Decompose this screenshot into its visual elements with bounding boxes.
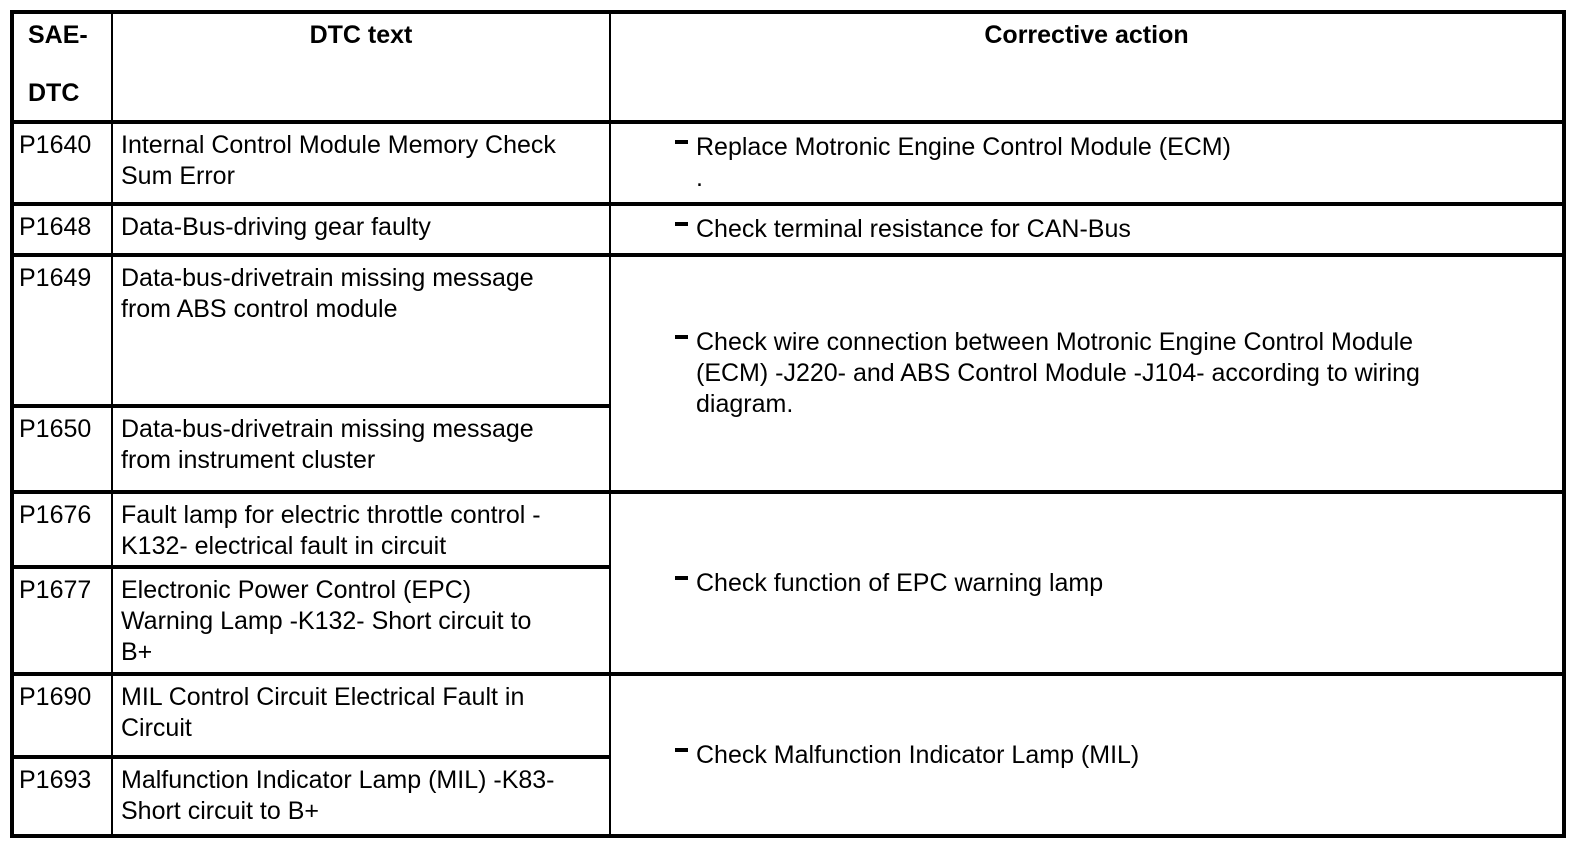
dtc-code-p1640: P1640 bbox=[11, 120, 113, 206]
table-row-p1677: P1677 Electronic Power Control (EPC) War… bbox=[11, 565, 1564, 676]
action-text: Replace Motronic Engine Control Module (… bbox=[696, 133, 1231, 192]
corrective-action-cell-p1648: Check terminal resistance for CAN-Bus bbox=[609, 202, 1565, 257]
dtc-code-p1690: P1690 bbox=[11, 672, 113, 759]
header-sae-dtc: SAE- DTC bbox=[11, 10, 113, 124]
dtc-code-p1677: P1677 bbox=[11, 565, 113, 676]
action-text: Check function of EPC warning lamp bbox=[696, 568, 1104, 597]
header-dtc-text: DTC text bbox=[111, 10, 611, 124]
table-header-row: SAE- DTC DTC text Corrective action bbox=[11, 10, 1565, 124]
action-item: Check wire connection between Motronic E… bbox=[675, 327, 1550, 420]
dash-bullet-icon bbox=[675, 140, 688, 144]
dash-bullet-icon bbox=[675, 335, 688, 339]
dash-bullet-icon bbox=[675, 222, 688, 226]
corrective-action-cell-p1676-p1677: Check function of EPC warning lamp bbox=[609, 490, 1565, 676]
corrective-action-cell-p1640: Replace Motronic Engine Control Module (… bbox=[609, 120, 1565, 206]
table-row-p1640: P1640 Internal Control Module Memory Che… bbox=[11, 120, 1565, 206]
dtc-text-p1649: Data-bus-drivetrain missing message from… bbox=[111, 253, 611, 408]
dtc-text-p1650: Data-bus-drivetrain missing message from… bbox=[111, 404, 611, 494]
action-item: Check function of EPC warning lamp bbox=[675, 568, 1550, 599]
action-text: Check wire connection between Motronic E… bbox=[696, 328, 1420, 418]
dash-bullet-icon bbox=[675, 747, 688, 752]
dtc-text-p1676: Fault lamp for electric throttle control… bbox=[111, 490, 611, 569]
dash-bullet-icon bbox=[675, 575, 688, 580]
table-row-p1649: P1649 Data-bus-drivetrain missing messag… bbox=[11, 253, 1565, 494]
table-row-p1650: P1650 Data-bus-drivetrain missing messag… bbox=[11, 404, 1564, 494]
action-item: Check Malfunction Indicator Lamp (MIL) bbox=[675, 740, 1550, 771]
table-row-p1648: P1648 Data-Bus-driving gear faulty Check… bbox=[11, 202, 1565, 257]
header-corrective-action: Corrective action bbox=[609, 10, 1565, 124]
dtc-text-p1677: Electronic Power Control (EPC) Warning L… bbox=[111, 565, 611, 676]
table-row-p1693: P1693 Malfunction Indicator Lamp (MIL) -… bbox=[11, 755, 1564, 838]
action-text: Check terminal resistance for CAN-Bus bbox=[696, 215, 1131, 243]
dtc-text-p1640: Internal Control Module Memory Check Sum… bbox=[111, 120, 611, 206]
dtc-code-p1676: P1676 bbox=[11, 490, 113, 569]
action-item: Check terminal resistance for CAN-Bus bbox=[675, 214, 1550, 245]
dtc-code-p1649: P1649 bbox=[11, 253, 113, 408]
corrective-action-cell-p1690-p1693: Check Malfunction Indicator Lamp (MIL) bbox=[609, 672, 1565, 838]
dtc-text-p1648: Data-Bus-driving gear faulty bbox=[111, 202, 611, 257]
dtc-code-p1693: P1693 bbox=[11, 755, 113, 838]
dtc-table: SAE- DTC DTC text Corrective action P164… bbox=[10, 10, 1566, 838]
header-sae-dtc-line2: DTC bbox=[28, 79, 80, 107]
action-text: Check Malfunction Indicator Lamp (MIL) bbox=[696, 740, 1140, 769]
dtc-code-p1650: P1650 bbox=[11, 404, 113, 494]
action-item: Replace Motronic Engine Control Module (… bbox=[675, 132, 1550, 194]
dtc-text-p1693: Malfunction Indicator Lamp (MIL) -K83- S… bbox=[111, 755, 611, 838]
header-sae-dtc-line1: SAE- bbox=[28, 21, 88, 49]
corrective-action-cell-p1649-p1650: Check wire connection between Motronic E… bbox=[609, 253, 1565, 494]
table-row-p1676: P1676 Fault lamp for electric throttle c… bbox=[11, 490, 1565, 676]
table-row-p1690: P1690 MIL Control Circuit Electrical Fau… bbox=[11, 672, 1565, 838]
dtc-text-p1690: MIL Control Circuit Electrical Fault in … bbox=[111, 672, 611, 759]
dtc-code-p1648: P1648 bbox=[11, 202, 113, 257]
